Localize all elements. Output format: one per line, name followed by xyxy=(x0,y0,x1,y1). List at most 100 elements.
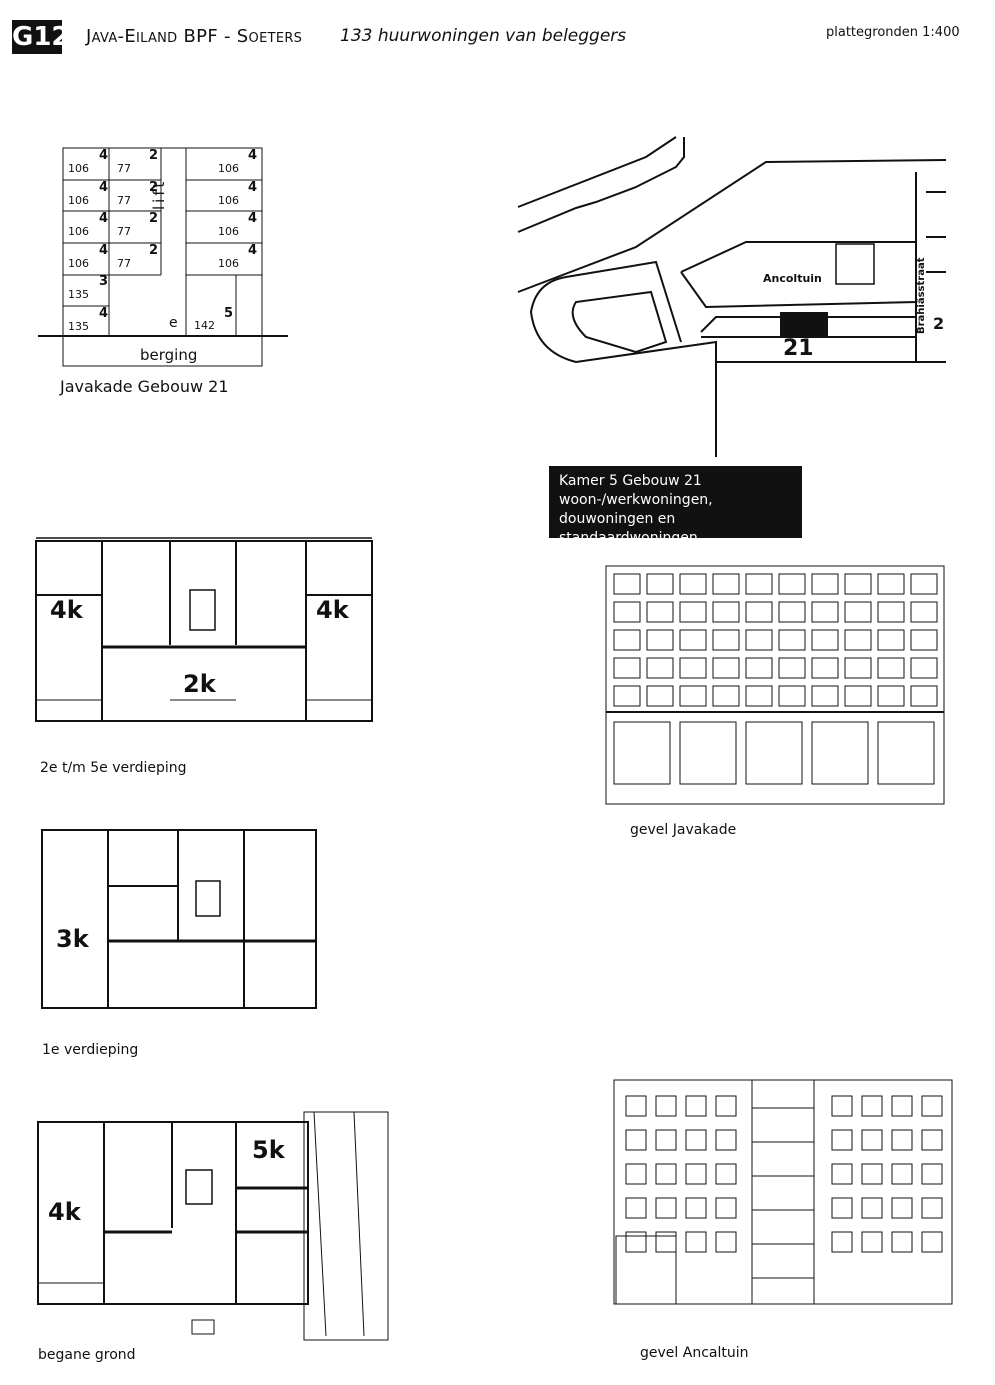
window-mark xyxy=(910,629,938,651)
unit-rooms-label: 2 xyxy=(149,179,159,195)
window-mark xyxy=(685,1163,707,1185)
window-mark xyxy=(625,1163,647,1185)
street-label: Brahiässtraat xyxy=(916,257,927,335)
info-line-3: douwoningen en standaardwoningen xyxy=(559,511,698,546)
unit-rooms-label: 4 xyxy=(99,148,109,163)
window-mark xyxy=(844,685,872,707)
window-mark xyxy=(646,573,674,595)
unit-rooms-label: 4 xyxy=(248,211,258,226)
entrance-label: e xyxy=(169,315,178,331)
elevation-javakade-caption: gevel Javakade xyxy=(630,822,737,838)
unit-size-label: 77 xyxy=(117,193,131,207)
window-mark xyxy=(891,1129,913,1151)
window-mark xyxy=(685,1231,707,1253)
ground-opening-mark xyxy=(811,721,869,785)
drawing-scale: plattegronden 1:400 xyxy=(826,25,960,40)
window-mark xyxy=(861,1095,883,1117)
section-diagram xyxy=(38,147,288,367)
unit-rooms-label: 4 xyxy=(248,179,258,195)
unit-size-label: 135 xyxy=(68,288,89,301)
elevation-ancaltuin xyxy=(613,1079,953,1305)
window-mark xyxy=(745,601,773,623)
window-mark xyxy=(891,1163,913,1185)
window-mark xyxy=(745,573,773,595)
window-mark xyxy=(712,657,740,679)
window-mark xyxy=(877,685,905,707)
storage-label: berging xyxy=(140,346,198,364)
unit-size-label: 106 xyxy=(218,162,239,175)
window-mark xyxy=(921,1163,943,1185)
unit-rooms-label: 3 xyxy=(99,274,109,289)
window-mark xyxy=(778,573,806,595)
window-mark xyxy=(910,657,938,679)
info-box: Kamer 5 Gebouw 21 woon-/werkwoningen, do… xyxy=(549,466,802,546)
window-mark xyxy=(646,629,674,651)
window-mark xyxy=(778,601,806,623)
window-mark xyxy=(679,573,707,595)
window-mark xyxy=(844,657,872,679)
window-mark xyxy=(921,1129,943,1151)
window-mark xyxy=(685,1095,707,1117)
window-mark xyxy=(655,1231,677,1253)
garden-label: Ancoltuin xyxy=(763,272,822,285)
window-mark xyxy=(715,1231,737,1253)
window-mark xyxy=(891,1231,913,1253)
window-mark xyxy=(861,1129,883,1151)
unit-rooms-label: 2 xyxy=(149,211,159,226)
ground-opening-mark xyxy=(613,721,671,785)
window-mark xyxy=(625,1095,647,1117)
window-mark xyxy=(679,657,707,679)
window-mark xyxy=(679,685,707,707)
window-mark xyxy=(891,1197,913,1219)
sheet-code-badge: G12 xyxy=(12,20,70,54)
window-mark xyxy=(685,1129,707,1151)
plan-ground-caption: begane grond xyxy=(38,1347,136,1363)
window-mark xyxy=(778,657,806,679)
site-map xyxy=(517,136,947,457)
info-line-2: woon-/werkwoningen, xyxy=(559,492,713,508)
unit-rooms-label: 4 xyxy=(99,211,109,226)
window-mark xyxy=(613,629,641,651)
plan-upper-caption: 2e t/m 5e verdieping xyxy=(40,760,187,776)
window-mark xyxy=(778,685,806,707)
plan-upper-label-2: 4k xyxy=(316,596,349,624)
window-mark xyxy=(877,657,905,679)
window-mark xyxy=(831,1163,853,1185)
window-mark xyxy=(646,657,674,679)
window-mark xyxy=(745,657,773,679)
building-number: 21 xyxy=(783,336,814,361)
window-mark xyxy=(910,685,938,707)
window-mark xyxy=(712,573,740,595)
plan-ground-label-1: 4k xyxy=(48,1198,81,1226)
window-mark xyxy=(921,1231,943,1253)
window-mark xyxy=(613,657,641,679)
ground-opening-mark xyxy=(745,721,803,785)
window-mark xyxy=(685,1197,707,1219)
unit-rooms-label: 4 xyxy=(248,242,258,258)
window-mark xyxy=(655,1095,677,1117)
elevation-javakade xyxy=(605,565,945,805)
floor-plan-first xyxy=(41,829,317,1009)
unit-rooms-label: 4 xyxy=(99,179,109,195)
project-title: Java-Eiland BPF - Soeters xyxy=(86,26,303,47)
unit-size-label: 106 xyxy=(218,193,239,207)
window-mark xyxy=(811,629,839,651)
unit-size-label: 106 xyxy=(68,162,89,175)
unit-rooms-label: 4 xyxy=(99,242,109,258)
window-mark xyxy=(844,629,872,651)
window-mark xyxy=(877,629,905,651)
window-mark xyxy=(861,1231,883,1253)
unit-size-label: 135 xyxy=(68,319,89,333)
window-mark xyxy=(613,685,641,707)
window-mark xyxy=(861,1197,883,1219)
project-subtitle: 133 huurwoningen van beleggers xyxy=(340,26,627,46)
window-mark xyxy=(745,685,773,707)
unit-size-label: 142 xyxy=(194,319,215,332)
window-mark xyxy=(921,1197,943,1219)
window-mark xyxy=(778,629,806,651)
floor-plan-upper xyxy=(35,537,373,722)
plan-first-caption: 1e verdieping xyxy=(42,1042,139,1058)
window-mark xyxy=(811,573,839,595)
window-mark xyxy=(921,1095,943,1117)
floor-plan-ground xyxy=(37,1111,389,1341)
